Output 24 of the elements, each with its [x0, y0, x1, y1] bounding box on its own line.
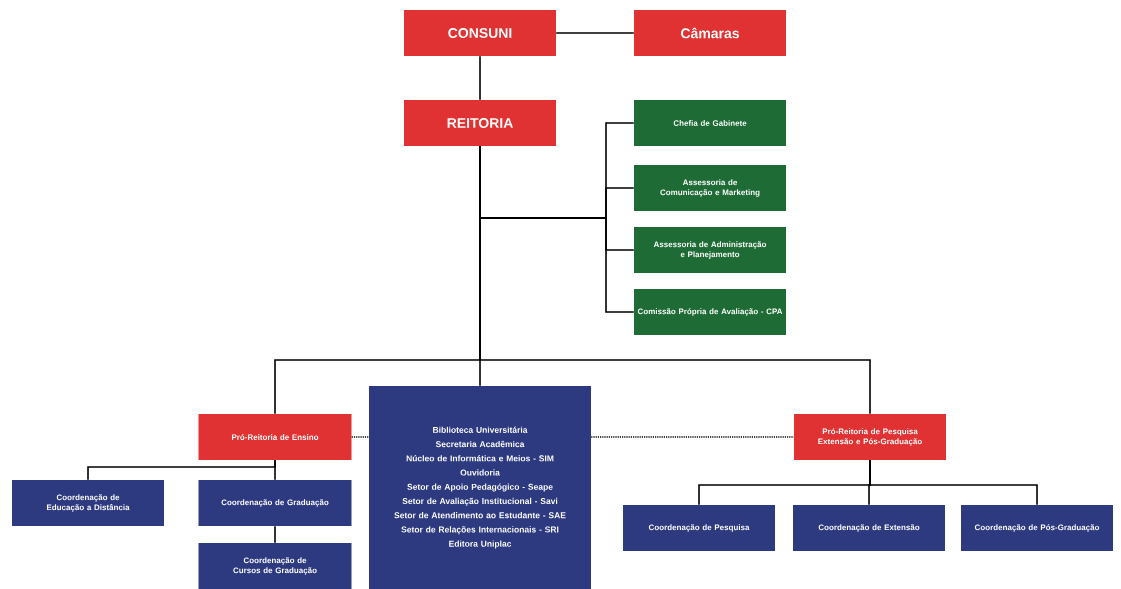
title-box: CONSUNI: [404, 10, 556, 56]
unit-box: Coordenação de Pesquisa: [623, 505, 775, 551]
unit-box: Assessoria de Administração e Planejamento: [634, 227, 786, 273]
connector-line: [479, 145, 871, 415]
connector-line: [590, 436, 795, 438]
unit-box: Coordenação de Educação a Distância: [12, 480, 164, 526]
unit-list-box: Biblioteca Universitária Secretaria Acadêmica Núcleo de Informática e Meios - SIM Ouvidoria Setor de Apoio Pedagógico - Seape Setor de Avaliação Institucional - Savi Setor de Atendimento ao Estudante - SAE Setor de Relações Internacionais - SRI Editora Uniplac: [369, 386, 591, 589]
connector-line: [274, 459, 276, 481]
title-box: REITORIA: [404, 100, 556, 146]
connector-line: [350, 436, 370, 438]
unit-box: Coordenação de Cursos de Graduação: [198, 543, 352, 589]
connector-line: [555, 32, 635, 34]
unit-box: Pró-Reitoria de Ensino: [198, 414, 352, 460]
unit-box: Chefia de Gabinete: [634, 100, 786, 146]
unit-box: Assessoria de Comunicação e Marketing: [634, 165, 786, 211]
unit-box: Comissão Própria de Avaliação - CPA: [634, 289, 786, 335]
unit-box: Coordenação de Pós-Graduação: [961, 505, 1113, 551]
connector-line: [274, 525, 276, 544]
unit-box: Coordenação de Extensão: [793, 505, 945, 551]
unit-box: Coordenação de Graduação: [198, 480, 352, 526]
connector-line: [869, 459, 1038, 506]
connector-line: [479, 55, 481, 101]
title-box: Câmaras: [634, 10, 786, 56]
unit-box: Pró-Reitoria de Pesquisa Extensão e Pós-Graduação: [794, 414, 946, 460]
